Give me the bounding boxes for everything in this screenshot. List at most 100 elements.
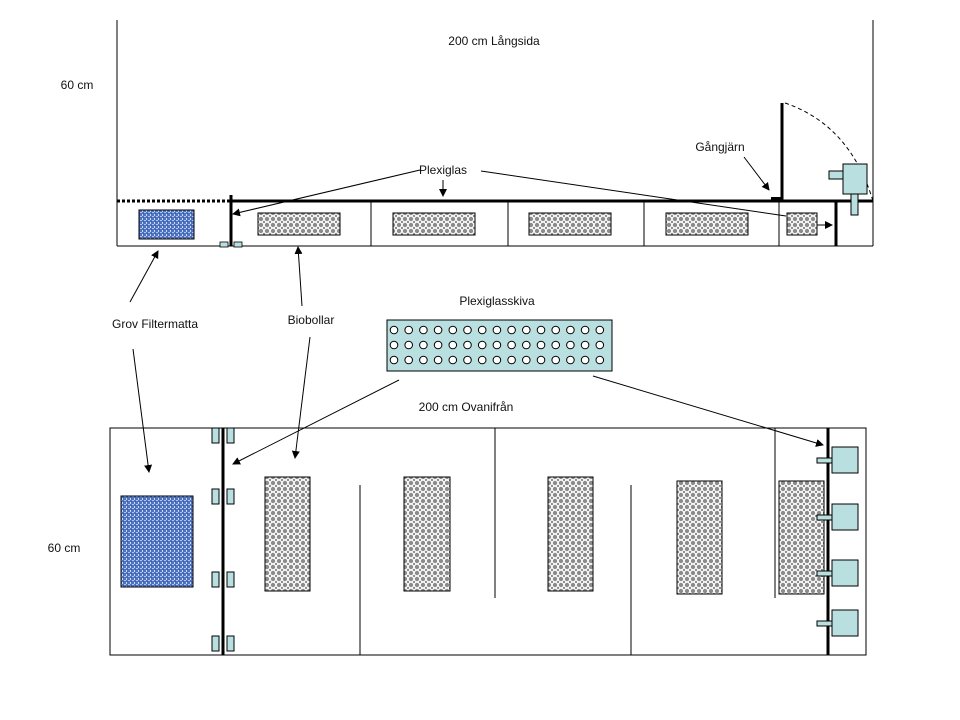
hole	[551, 340, 561, 350]
hole	[522, 325, 531, 335]
plexi-sheet-label: Plexiglasskiva	[459, 294, 535, 308]
hole	[389, 355, 399, 365]
hole	[492, 355, 502, 365]
bioball-bag	[676, 480, 723, 595]
hole	[389, 325, 399, 335]
plexiglas-label: Plexiglas	[419, 163, 467, 177]
hinge-label: Gångjärn	[695, 140, 744, 154]
hole	[477, 355, 487, 365]
hole	[580, 325, 590, 335]
hole	[492, 340, 502, 350]
hole	[536, 325, 546, 335]
hole	[566, 355, 575, 365]
clip	[211, 488, 220, 505]
hole	[507, 325, 516, 335]
side-view-title: 200 cm Långsida	[448, 34, 540, 48]
clip	[211, 635, 220, 652]
clip	[226, 488, 235, 505]
top-view-title: 200 cm Ovanifrån	[419, 400, 514, 414]
hole	[580, 355, 590, 365]
hole	[551, 355, 561, 365]
bioball-bag	[403, 476, 451, 592]
top-view-height-label: 60 cm	[48, 541, 81, 555]
side-view: 200 cm Långsida 60 cm	[61, 20, 874, 248]
pump-nozzle	[816, 514, 834, 521]
hole	[492, 325, 502, 335]
pump	[831, 503, 859, 531]
hole	[404, 340, 414, 350]
arrow-bioballs-side	[294, 246, 303, 307]
hole	[566, 340, 575, 350]
hole	[419, 340, 428, 350]
filter-mat	[138, 209, 195, 240]
hole	[463, 325, 472, 335]
hole	[477, 340, 487, 350]
hole	[463, 355, 472, 365]
arrow-plexi-sheet-right	[592, 375, 824, 447]
hole	[433, 340, 443, 350]
hole	[433, 325, 443, 335]
bioball-bag	[392, 212, 476, 236]
hinge	[771, 197, 782, 201]
hole	[507, 340, 516, 350]
clip	[211, 571, 220, 588]
bioballs-label: Biobollar	[288, 313, 335, 327]
pump	[831, 446, 859, 474]
hole	[595, 355, 605, 365]
clip	[226, 571, 235, 588]
arrow-plexi-sheet-left	[232, 379, 400, 465]
pump	[831, 609, 859, 637]
bioball-bag	[547, 476, 594, 592]
hole	[536, 355, 546, 365]
clip	[226, 635, 235, 652]
clips	[211, 427, 235, 652]
hole	[389, 340, 399, 350]
arrow-plexiglas-divider	[232, 169, 421, 217]
hole	[404, 325, 414, 335]
hole	[463, 340, 472, 350]
hole	[551, 325, 561, 335]
filter-mat-label: Grov Filtermatta	[112, 317, 198, 331]
filter-mat	[120, 495, 194, 588]
bioball-bag	[528, 212, 612, 236]
top-view: 200 cm Ovanifrån 60 cm	[48, 400, 867, 656]
pump-outlet	[828, 170, 844, 180]
hole	[419, 355, 428, 365]
arrow-filter-mat-side	[129, 250, 159, 303]
hole	[507, 355, 516, 365]
hole	[595, 325, 605, 335]
arrow-bioballs-top	[291, 336, 311, 459]
clip	[211, 427, 220, 444]
hole	[595, 340, 605, 350]
side-view-height-label: 60 cm	[61, 78, 94, 92]
pumps	[816, 446, 859, 637]
clip	[219, 241, 229, 248]
pump	[842, 163, 868, 195]
hole	[433, 355, 443, 365]
bioball-bag	[257, 212, 341, 236]
hole	[477, 325, 487, 335]
clip	[226, 427, 235, 444]
perforated-sheet-holes	[389, 325, 605, 365]
hole	[448, 355, 458, 365]
hole	[448, 340, 458, 350]
hole	[448, 325, 458, 335]
hole	[404, 355, 414, 365]
hole	[566, 325, 575, 335]
bioball-bag	[786, 212, 818, 236]
arrow-plexiglas-right-line	[480, 170, 787, 217]
pump	[831, 559, 859, 587]
bioball-bag	[264, 476, 311, 592]
pump-nozzle	[816, 570, 834, 577]
hole	[522, 340, 531, 350]
clip	[233, 241, 243, 248]
tank-outline	[109, 427, 867, 656]
hole	[419, 325, 428, 335]
hole	[580, 340, 590, 350]
bioball-bag	[665, 212, 749, 236]
callouts: Grov Filtermatta Biobollar Plexiglasskiv…	[112, 246, 824, 473]
pump-intake	[850, 193, 859, 216]
bioball-bag	[778, 480, 825, 595]
pump-nozzle	[816, 457, 834, 464]
